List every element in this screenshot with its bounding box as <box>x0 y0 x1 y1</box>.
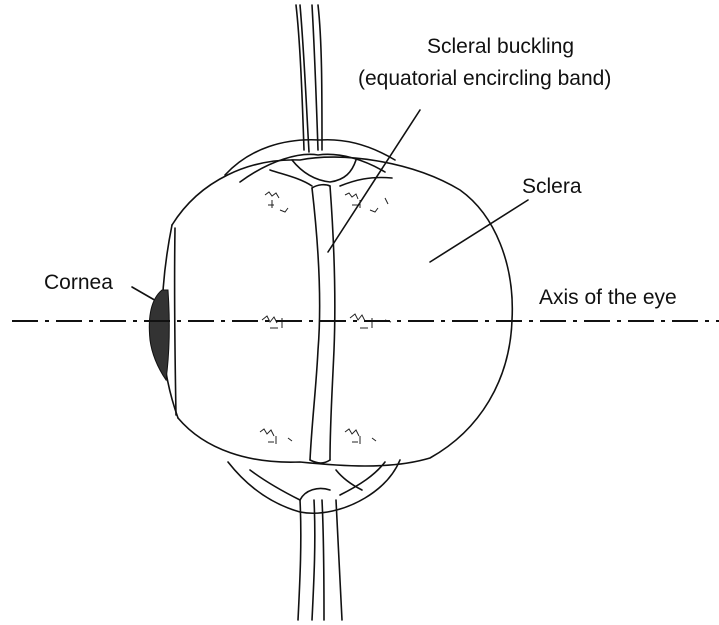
leader-buckling <box>328 110 420 252</box>
scleral-band <box>310 185 335 463</box>
eyeball-outline <box>172 157 512 466</box>
upper-muscle <box>296 5 322 152</box>
suture-marks <box>260 192 391 444</box>
cornea-shading <box>149 290 169 380</box>
label-scleral-buckling: Scleral buckling <box>427 34 574 59</box>
label-equatorial-band: (equatorial encircling band) <box>358 66 611 91</box>
label-cornea: Cornea <box>44 270 113 295</box>
lower-muscle <box>298 500 342 620</box>
leader-sclera <box>430 200 528 262</box>
label-axis: Axis of the eye <box>539 285 677 310</box>
label-sclera: Sclera <box>522 174 582 199</box>
top-insertion <box>225 140 395 186</box>
